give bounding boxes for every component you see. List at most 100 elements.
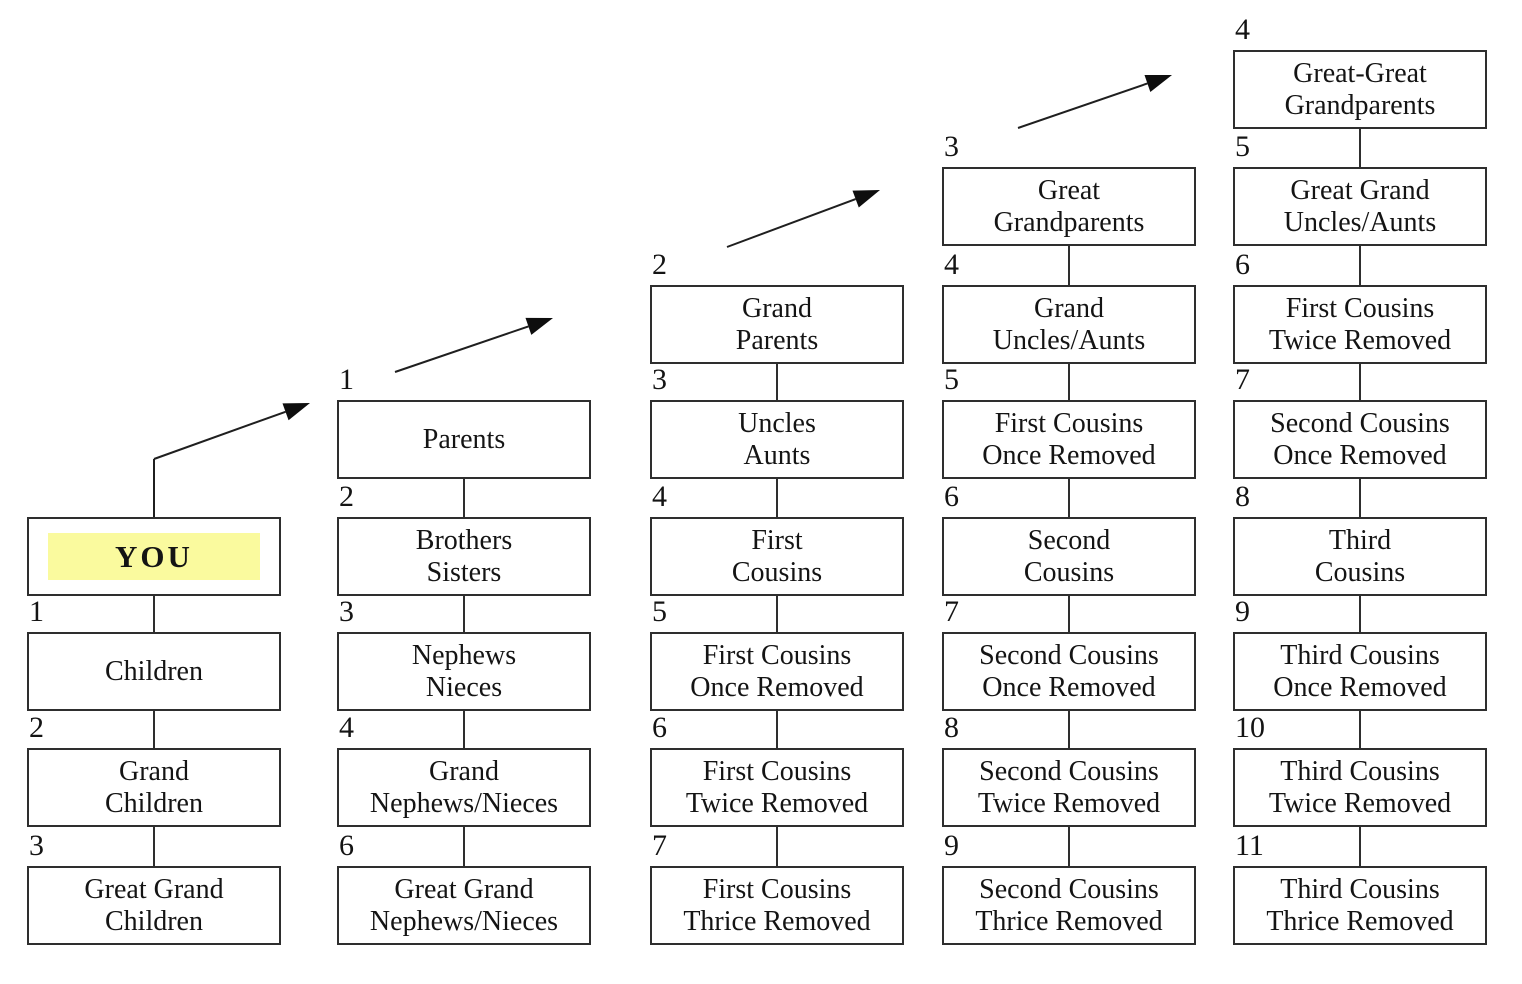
box-label-line: Children (105, 787, 203, 819)
box-label-line: Grand (1034, 292, 1104, 324)
box-label-line: First Cousins (702, 755, 852, 787)
box-label-line: First Cousins (702, 873, 852, 905)
connector-line (463, 827, 465, 866)
ascent-arrow-line (1017, 82, 1148, 129)
ascent-arrow-line (153, 410, 286, 460)
box-label-line: First Cousins (994, 407, 1144, 439)
box-label-line: First Cousins (1285, 292, 1435, 324)
box-label-line: Second Cousins (979, 873, 1159, 905)
generation-number: 2 (652, 248, 667, 281)
box-label-line: Cousins (1023, 556, 1115, 588)
box-label-line: Thrice Removed (1266, 905, 1454, 937)
connector-line (1359, 129, 1361, 167)
box-label-line: Once Removed (690, 671, 864, 703)
generation-number: 1 (339, 363, 354, 396)
generation-number: 6 (1235, 248, 1250, 281)
generation-number: 7 (652, 829, 667, 862)
box-label-line: First (751, 524, 803, 556)
ascent-arrow-head (1144, 74, 1172, 92)
box-label-line: Nephews/Nieces (369, 905, 559, 937)
connector-line (1068, 479, 1070, 517)
connector-line (776, 827, 778, 866)
box-label-line: Uncles (738, 407, 816, 439)
generation-number: 3 (652, 363, 667, 396)
box-label-line: Second Cousins (979, 639, 1159, 671)
box-label-line: Once Removed (1273, 671, 1447, 703)
box-label-line: Thrice Removed (683, 905, 871, 937)
box-label-line: Parents (422, 423, 506, 455)
box-label-line: Twice Removed (1268, 324, 1452, 356)
connector-line (153, 711, 155, 748)
connector-line (1359, 596, 1361, 632)
generation-number: 5 (1235, 130, 1250, 163)
box-label-line: Grandparents (993, 206, 1145, 238)
box-label-line: Once Removed (982, 439, 1156, 471)
box-label-line: Second (1027, 524, 1111, 556)
box-label-line: Thrice Removed (975, 905, 1163, 937)
box-label-line: Twice Removed (685, 787, 869, 819)
box-label-line: Nieces (425, 671, 503, 703)
box-you: YOU (27, 517, 281, 596)
generation-number: 7 (1235, 363, 1250, 396)
generation-number: 3 (339, 595, 354, 628)
box-label-line: Parents (735, 324, 819, 356)
box-children: Children (27, 632, 281, 711)
generation-number: 5 (944, 363, 959, 396)
box-label-line: Second Cousins (1270, 407, 1450, 439)
connector-line (1359, 711, 1361, 748)
connector-line (1068, 827, 1070, 866)
generation-number: 2 (339, 480, 354, 513)
generation-number: 4 (339, 711, 354, 744)
ascent-arrow-head (852, 190, 880, 208)
connector-line (463, 711, 465, 748)
ascent-arrow-line (394, 325, 529, 373)
generation-number: 4 (652, 480, 667, 513)
box-label-line: Cousins (1314, 556, 1406, 588)
box-label-line: Third Cousins (1280, 755, 1440, 787)
connector-line (776, 596, 778, 632)
box-label-line: Great Grand (394, 873, 534, 905)
box-label-line: Brothers (415, 524, 513, 556)
generation-number: 9 (1235, 595, 1250, 628)
box-label-line: Uncles/Aunts (992, 324, 1146, 356)
box-label-line: Nephews/Nieces (369, 787, 559, 819)
connector-line (463, 596, 465, 632)
box-label-line: Aunts (743, 439, 811, 471)
box-label-line: Third (1328, 524, 1392, 556)
generation-number: 2 (29, 711, 44, 744)
generation-number: 3 (29, 829, 44, 862)
generation-number: 7 (944, 595, 959, 628)
generation-number: 8 (1235, 480, 1250, 513)
box-label-line: Great Grand (1290, 174, 1430, 206)
box-label-line: Great (1037, 174, 1101, 206)
generation-number: 9 (944, 829, 959, 862)
connector-line (1359, 827, 1361, 866)
generation-number: 3 (944, 130, 959, 163)
connector-line (463, 479, 465, 517)
ascent-arrow-line (726, 198, 856, 248)
box-label-line: Grand (119, 755, 189, 787)
connector-line (1359, 479, 1361, 517)
